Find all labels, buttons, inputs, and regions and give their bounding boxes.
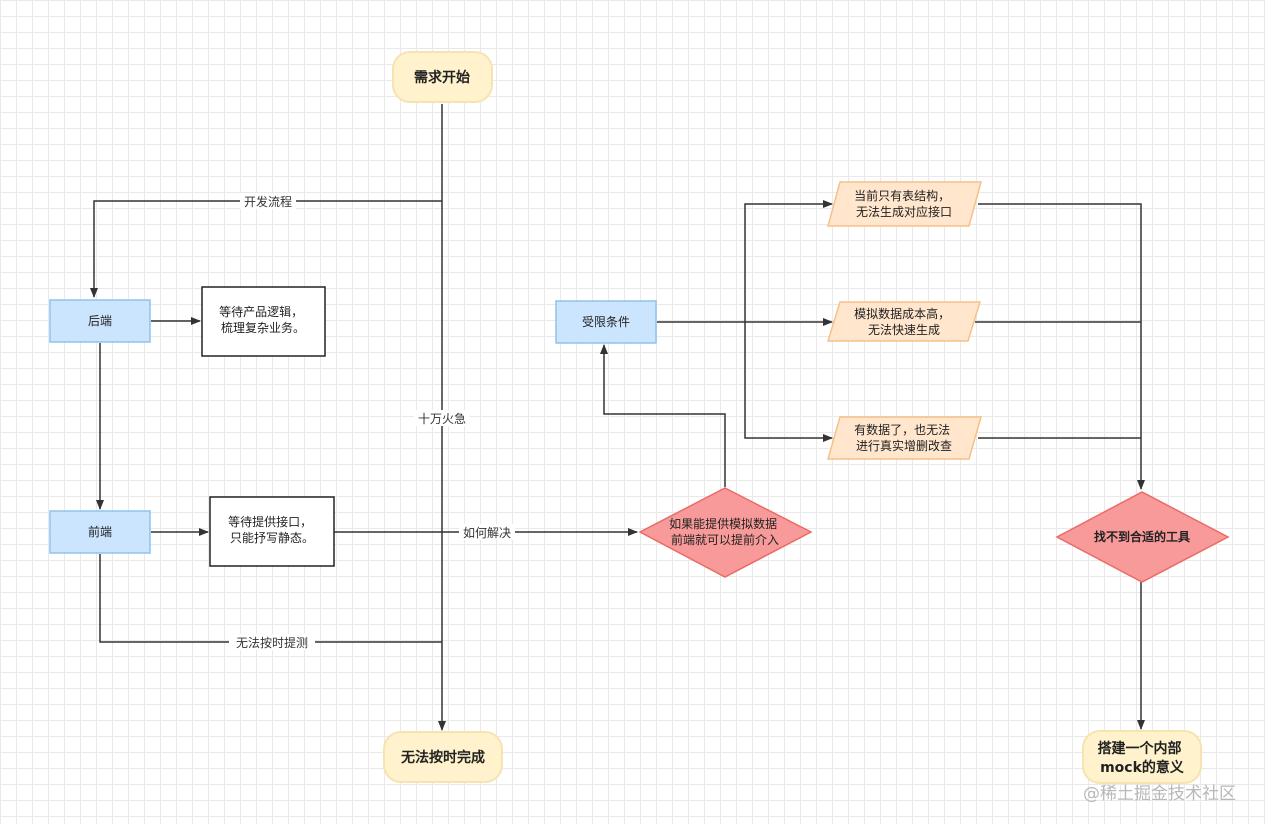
build-mock-label: 搭建一个内部 mock的意义 bbox=[1098, 740, 1187, 776]
edge-solution-to-constraints bbox=[600, 344, 726, 487]
end-fail-label: 无法按时完成 bbox=[400, 749, 485, 766]
no-tool-decision-node bbox=[1055, 491, 1230, 583]
label-bg bbox=[459, 524, 515, 540]
build-mock-node bbox=[1082, 730, 1202, 784]
backend-node bbox=[49, 299, 151, 343]
wait-api-node bbox=[209, 496, 335, 567]
limit1-label: 当前只有表结构， 无法生成对应接口 bbox=[854, 188, 954, 219]
edge-limit1-to-notool bbox=[978, 203, 1145, 490]
end-fail-node bbox=[383, 731, 503, 783]
edge-label-dev-flow: 开发流程 bbox=[244, 194, 292, 209]
start-node bbox=[392, 51, 493, 103]
edge-label-how-solve: 如何解决 bbox=[463, 525, 511, 540]
solution-label: 如果能提供模拟数据 前端就可以提前介入 bbox=[669, 516, 781, 547]
edge-cannot-test bbox=[99, 554, 442, 643]
edge-label-cannot-test: 无法按时提测 bbox=[236, 635, 308, 650]
backend-node-label: 后端 bbox=[88, 314, 112, 328]
wait-product-node bbox=[201, 286, 326, 357]
label-bg bbox=[240, 193, 296, 209]
constraints-label: 受限条件 bbox=[582, 315, 630, 329]
edge-to-limit3 bbox=[744, 322, 833, 442]
wait-api-label: 等待提供接口， 只能抒写静态。 bbox=[228, 514, 316, 545]
label-bg bbox=[229, 634, 315, 650]
frontend-node bbox=[49, 510, 151, 554]
watermark-text: @稀土掘金技术社区 bbox=[1083, 784, 1236, 804]
edge-dev-flow bbox=[90, 200, 442, 298]
limit1-node bbox=[827, 181, 982, 227]
constraints-node bbox=[555, 300, 657, 344]
start-node-label: 需求开始 bbox=[414, 69, 470, 86]
limit2-node bbox=[826, 301, 982, 342]
limit2-label: 模拟数据成本高， 无法快速生成 bbox=[854, 306, 954, 337]
no-tool-label: 找不到合适的工具 bbox=[1094, 529, 1190, 544]
edge-to-limit1 bbox=[744, 200, 833, 322]
label-bg bbox=[414, 410, 470, 426]
limit3-label: 有数据了，也无法 进行真实增删改查 bbox=[854, 422, 954, 453]
solution-decision-node bbox=[638, 487, 813, 578]
frontend-node-label: 前端 bbox=[88, 524, 112, 539]
limit3-node bbox=[827, 416, 982, 460]
edge-label-urgent: 十万火急 bbox=[418, 411, 466, 426]
wait-product-label: 等待产品逻辑， 梳理复杂业务。 bbox=[219, 305, 307, 335]
